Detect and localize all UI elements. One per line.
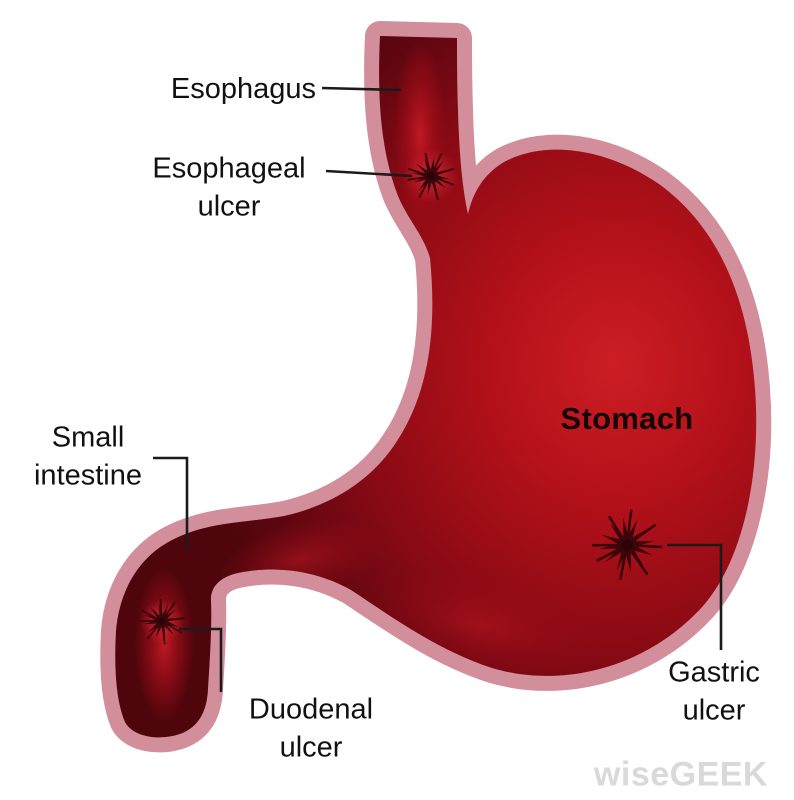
duodenal-ulcer-label: Duodenal ulcer — [248, 693, 374, 764]
esophageal-ulcer-label: Esophageal ulcer — [152, 152, 306, 223]
watermark: wiseGEEK — [593, 755, 768, 794]
stomach-label: Stomach — [560, 401, 694, 436]
esophageal-ulcer-connector-line — [325, 169, 413, 178]
duodenal-ulcer-connector-line — [179, 627, 223, 692]
duodenum-highlight — [134, 567, 194, 723]
gastric-ulcer-label: Gastric ulcer — [668, 656, 760, 727]
esophageal-ulcer-mark — [402, 147, 460, 204]
small-intestine-connector-line — [153, 456, 189, 550]
duodenal-ulcer-mark — [132, 591, 192, 650]
esophagus-connector-line — [321, 86, 402, 92]
small-intestine-label: Small intestine — [33, 421, 143, 492]
esophagus-label: Esophagus — [170, 72, 316, 105]
gastric-ulcer-connector-line — [667, 543, 723, 650]
